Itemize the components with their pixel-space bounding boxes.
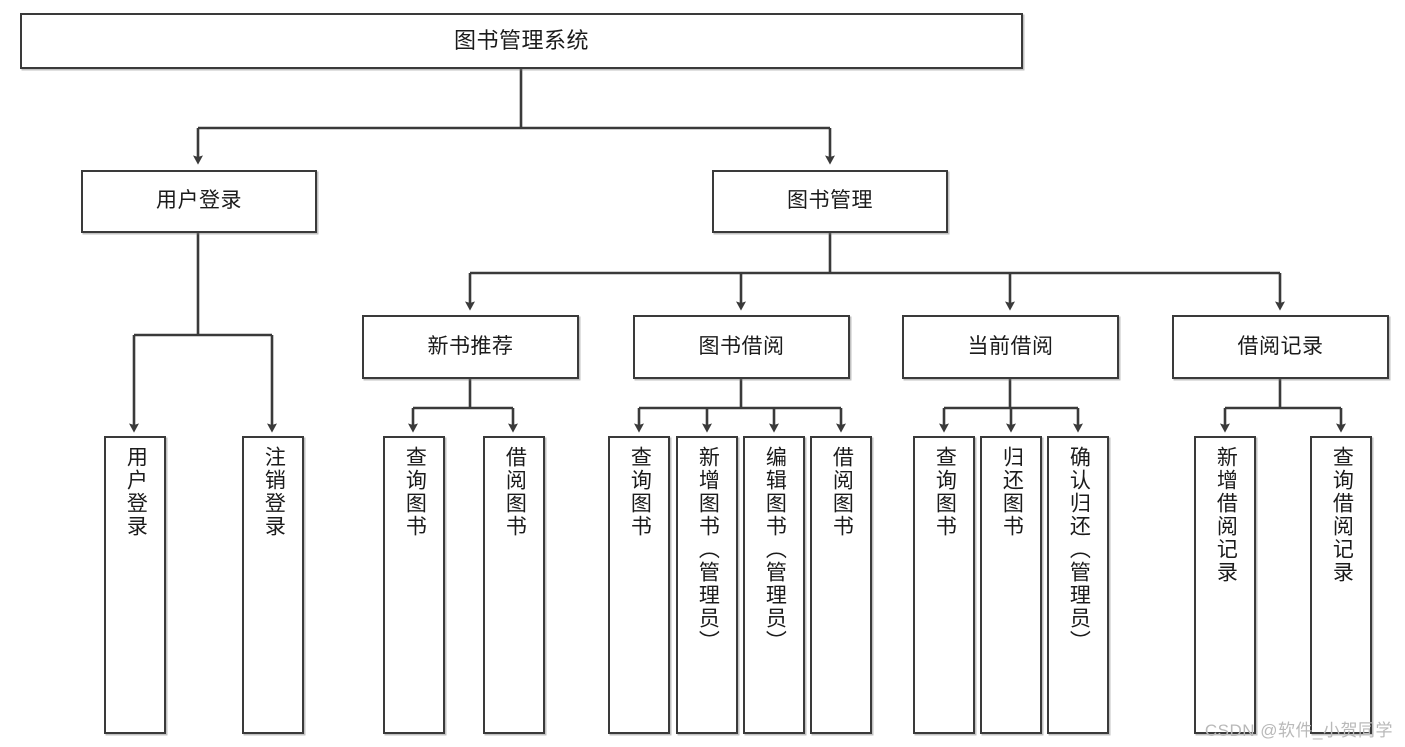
node-label: 借阅图书	[503, 446, 527, 538]
node-label: 用户登录	[156, 189, 242, 213]
node-label: 确认归还（管理员）	[1067, 446, 1091, 653]
node-label: 当前借阅	[967, 334, 1054, 358]
node-label: 查询借阅记录	[1330, 446, 1354, 584]
leaf-book-borrow-query-book[interactable]: 查询图书	[608, 436, 670, 734]
node-book-borrow[interactable]: 图书借阅	[633, 315, 850, 379]
leaf-borrow-record-query-record[interactable]: 查询借阅记录	[1310, 436, 1372, 734]
leaf-current-borrow-query-book[interactable]: 查询图书	[913, 436, 975, 734]
leaf-book-borrow-edit-book-admin[interactable]: 编辑图书（管理员）	[743, 436, 805, 734]
leaf-borrow-record-add-record[interactable]: 新增借阅记录	[1194, 436, 1256, 734]
leaf-book-borrow-borrow-book[interactable]: 借阅图书	[810, 436, 872, 734]
node-current-borrow[interactable]: 当前借阅	[902, 315, 1119, 379]
node-label: 用户登录	[124, 446, 148, 538]
node-book-management[interactable]: 图书管理	[712, 170, 948, 233]
node-label: 注销登录	[262, 446, 286, 538]
csdn-watermark: CSDN @软件_小贺同学	[1204, 721, 1393, 740]
leaf-new-book-query-book[interactable]: 查询图书	[383, 436, 445, 734]
node-root-book-management-system[interactable]: 图书管理系统	[20, 13, 1023, 69]
leaf-new-book-borrow-book[interactable]: 借阅图书	[483, 436, 545, 734]
leaf-current-borrow-confirm-return-admin[interactable]: 确认归还（管理员）	[1047, 436, 1109, 734]
node-user-login[interactable]: 用户登录	[81, 170, 317, 233]
node-label: 新增借阅记录	[1214, 446, 1238, 584]
node-label: 编辑图书（管理员）	[763, 446, 787, 653]
node-label: 图书管理	[787, 189, 873, 213]
node-label: 新增图书（管理员）	[696, 446, 720, 653]
node-label: 查询图书	[628, 446, 652, 538]
leaf-user-login-login[interactable]: 用户登录	[104, 436, 166, 734]
node-label: 新书推荐	[427, 334, 514, 358]
leaf-book-borrow-add-book-admin[interactable]: 新增图书（管理员）	[676, 436, 738, 734]
node-borrow-record[interactable]: 借阅记录	[1172, 315, 1389, 379]
node-label: 归还图书	[1000, 446, 1024, 538]
node-label: 查询图书	[933, 446, 957, 538]
node-label: 图书借阅	[698, 334, 785, 358]
leaf-current-borrow-return-book[interactable]: 归还图书	[980, 436, 1042, 734]
node-label: 图书管理系统	[453, 28, 589, 54]
node-label: 借阅记录	[1237, 334, 1324, 358]
node-new-book-recommend[interactable]: 新书推荐	[362, 315, 579, 379]
node-label: 查询图书	[403, 446, 427, 538]
leaf-user-login-logout[interactable]: 注销登录	[242, 436, 304, 734]
node-label: 借阅图书	[830, 446, 854, 538]
